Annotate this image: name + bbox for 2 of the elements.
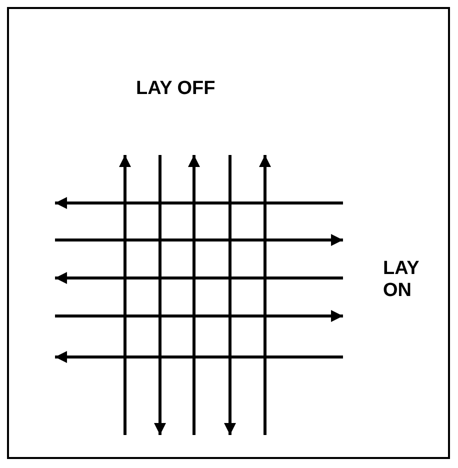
direction-label: LAY ON [383, 258, 420, 302]
direction-label: LAY OFF [136, 78, 216, 100]
